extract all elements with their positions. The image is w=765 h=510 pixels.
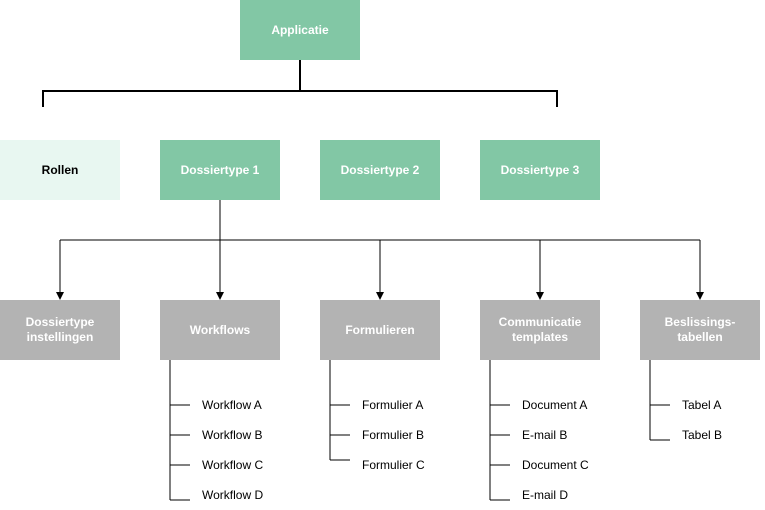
node-beslissingstabellen-label: Beslissings- tabellen [664,315,736,344]
node-dossiertype-2: Dossiertype 2 [320,140,440,200]
leaf-workflow-a: Workflow A [202,398,262,412]
node-dossiertype-3: Dossiertype 3 [480,140,600,200]
leaf-formulier-b: Formulier B [362,428,425,442]
workflows-tree [169,360,190,501]
node-dossiertype-1: Dossiertype 1 [160,140,280,200]
leaf-formulier-a: Formulier A [362,398,424,412]
node-beslissingstabellen: Beslissings- tabellen [640,300,760,360]
formulieren-tree [329,360,350,461]
beslissingstabellen-tree [649,360,670,441]
leaf-tabel-a: Tabel A [682,398,722,412]
node-communicatie-templates: Communicatie templates [480,300,600,360]
node-dossiertype-3-label: Dossiertype 3 [500,162,580,177]
root-bracket [42,60,558,107]
node-formulieren: Formulieren [320,300,440,360]
node-formulieren-label: Formulieren [345,322,415,337]
leaf-email-d: E-mail D [522,488,569,502]
leaf-document-c: Document C [522,458,589,472]
node-rollen-label: Rollen [41,162,79,177]
leaf-workflow-b: Workflow B [202,428,263,442]
leaf-tabel-b: Tabel B [682,428,723,442]
node-rollen: Rollen [0,140,120,200]
node-dossiertype-2-label: Dossiertype 2 [340,162,420,177]
communicatie-tree [489,360,510,501]
node-dossiertype-1-label: Dossiertype 1 [180,162,260,177]
node-applicatie-label: Applicatie [271,22,329,37]
dossiertype1-connectors [56,200,704,300]
node-workflows: Workflows [160,300,280,360]
node-workflows-label: Workflows [189,322,251,337]
node-dossiertype-instellingen: Dossiertype instellingen [0,300,120,360]
leaf-formulier-c: Formulier C [362,458,425,472]
leaf-workflow-d: Workflow D [202,488,264,502]
leaf-workflow-c: Workflow C [202,458,264,472]
leaf-document-a: Document A [522,398,588,412]
node-communicatie-templates-label: Communicatie templates [498,315,582,344]
node-applicatie: Applicatie [240,0,360,60]
node-dossiertype-instellingen-label: Dossiertype instellingen [25,315,95,344]
leaf-email-b: E-mail B [522,428,568,442]
